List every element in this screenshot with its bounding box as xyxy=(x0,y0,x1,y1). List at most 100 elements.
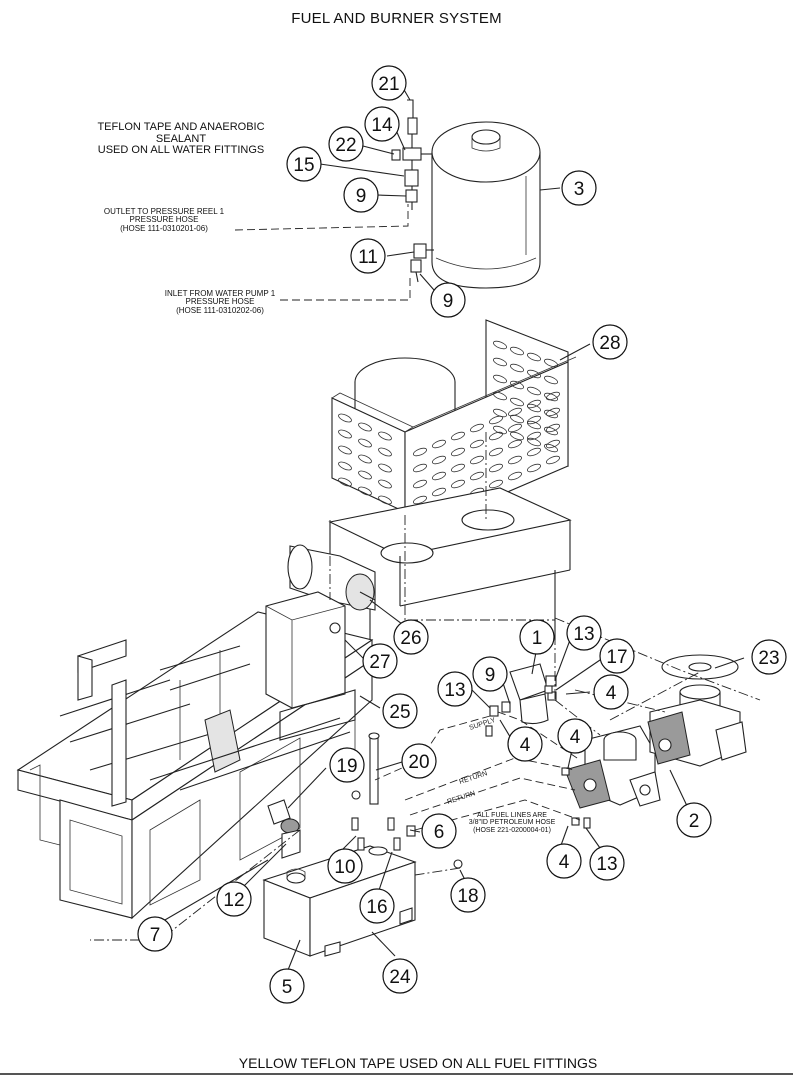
shield-slot xyxy=(451,463,465,473)
shield-slot xyxy=(451,431,465,441)
callout-circle xyxy=(557,718,593,754)
callout-circle xyxy=(561,170,597,206)
callout-leaders xyxy=(157,87,745,971)
shield-slot xyxy=(527,431,541,441)
callout-bubble: 9 xyxy=(343,177,379,213)
outlet-note-line-3: (HOSE 111-0310201-06) xyxy=(120,223,208,233)
callout-number: 12 xyxy=(223,890,244,911)
water-note-line-1: TEFLON TAPE AND ANAEROBIC SEALANT xyxy=(97,121,265,145)
shield-slot xyxy=(413,479,427,489)
callout-number: 4 xyxy=(520,735,531,756)
callout-bubble: 4 xyxy=(507,726,543,762)
shield-slot xyxy=(338,429,352,439)
shield-slot xyxy=(527,369,541,379)
shield-slot xyxy=(546,391,560,401)
shield-slot xyxy=(493,374,507,384)
shield-slot xyxy=(510,346,524,356)
shield-slot xyxy=(527,447,541,457)
callout-circle xyxy=(450,877,486,913)
fuel-line-fittings xyxy=(351,685,591,869)
callout-number: 11 xyxy=(358,247,378,268)
shield-slot xyxy=(544,409,558,419)
callout-number: 2 xyxy=(689,811,700,832)
shield-slot xyxy=(358,438,372,448)
shield-slot xyxy=(470,439,484,449)
shield-slot xyxy=(510,363,524,373)
callout-number: 4 xyxy=(559,852,570,873)
callout-bubble: 6 xyxy=(421,813,457,849)
callout-bubble: 19 xyxy=(329,747,365,783)
motor-and-box xyxy=(265,544,376,741)
shield-slot xyxy=(358,454,372,464)
callout-number: 13 xyxy=(573,624,594,645)
callout-number: 10 xyxy=(334,857,355,878)
shield-slot xyxy=(470,471,484,481)
callout-bubble: 7 xyxy=(137,916,173,952)
callout-circle xyxy=(676,802,712,838)
callout-circle xyxy=(371,65,407,101)
callout-number: 19 xyxy=(336,756,357,777)
fuel-lines-note: ALL FUEL LINES ARE 3/8"ID PETROLEUM HOSE… xyxy=(452,812,572,834)
callout-bubble: 4 xyxy=(557,718,593,754)
shield-slot xyxy=(508,423,522,433)
shield-slot xyxy=(413,447,427,457)
shield-slot xyxy=(493,425,507,435)
shield-slot xyxy=(432,455,446,465)
shield-slot xyxy=(493,357,507,367)
callout-bubble: 15 xyxy=(286,146,322,182)
callout-circle xyxy=(507,726,543,762)
callout-number: 26 xyxy=(400,628,421,649)
callout-bubble: 1 xyxy=(519,619,555,655)
shield-slot xyxy=(510,397,524,407)
callout-number: 7 xyxy=(150,925,161,946)
callout-number: 20 xyxy=(408,752,429,773)
inlet-hose-note: INLET FROM WATER PUMP 1 PRESSURE HOSE (H… xyxy=(155,289,285,315)
shield-slot xyxy=(546,455,560,465)
callout-bubble: 3 xyxy=(561,170,597,206)
shield-slot xyxy=(493,391,507,401)
shield-slot xyxy=(338,461,352,471)
callout-bubble: 4 xyxy=(546,843,582,879)
callout-number: 1 xyxy=(532,628,543,649)
callout-circle xyxy=(592,324,628,360)
bottom-rule xyxy=(0,1073,793,1075)
callout-bubble: 13 xyxy=(589,845,625,881)
fuel-filter-assembly xyxy=(509,663,557,725)
shield-slot xyxy=(489,431,503,441)
shield-slot xyxy=(358,470,372,480)
callout-circle xyxy=(329,747,365,783)
shield-slot xyxy=(527,415,541,425)
callout-bubble: 9 xyxy=(472,656,508,692)
callout-bubble: 22 xyxy=(328,126,364,162)
callout-circle xyxy=(751,639,787,675)
return-label-2: RETURN xyxy=(446,790,476,806)
callout-bubble: 23 xyxy=(751,639,787,675)
callout-circle xyxy=(382,693,418,729)
return-label-1: RETURN xyxy=(458,770,488,786)
shield-slot xyxy=(489,415,503,425)
callout-number: 24 xyxy=(389,967,411,988)
callout-number: 23 xyxy=(758,648,779,669)
shield-slot xyxy=(493,340,507,350)
callout-circle xyxy=(382,958,418,994)
callout-number: 21 xyxy=(378,74,399,95)
callout-bubble: 11 xyxy=(350,238,386,274)
callout-bubble: 25 xyxy=(382,693,418,729)
shield-slot xyxy=(378,431,392,441)
shield-slot xyxy=(544,375,558,385)
shield-slot xyxy=(546,407,560,417)
callout-number: 15 xyxy=(293,155,314,176)
outlet-note-line-2: PRESSURE HOSE xyxy=(129,215,199,225)
shield-slot xyxy=(378,479,392,489)
callout-bubble: 18 xyxy=(450,877,486,913)
callout-circle xyxy=(343,177,379,213)
shield-slot xyxy=(378,447,392,457)
callout-circle xyxy=(519,619,555,655)
burner-assembly-upper xyxy=(647,654,747,767)
water-note-line-2: USED ON ALL WATER FITTINGS xyxy=(97,144,265,157)
callout-number: 14 xyxy=(371,115,393,136)
shield-slot xyxy=(493,408,507,418)
callout-circle xyxy=(589,845,625,881)
callout-circle xyxy=(137,916,173,952)
